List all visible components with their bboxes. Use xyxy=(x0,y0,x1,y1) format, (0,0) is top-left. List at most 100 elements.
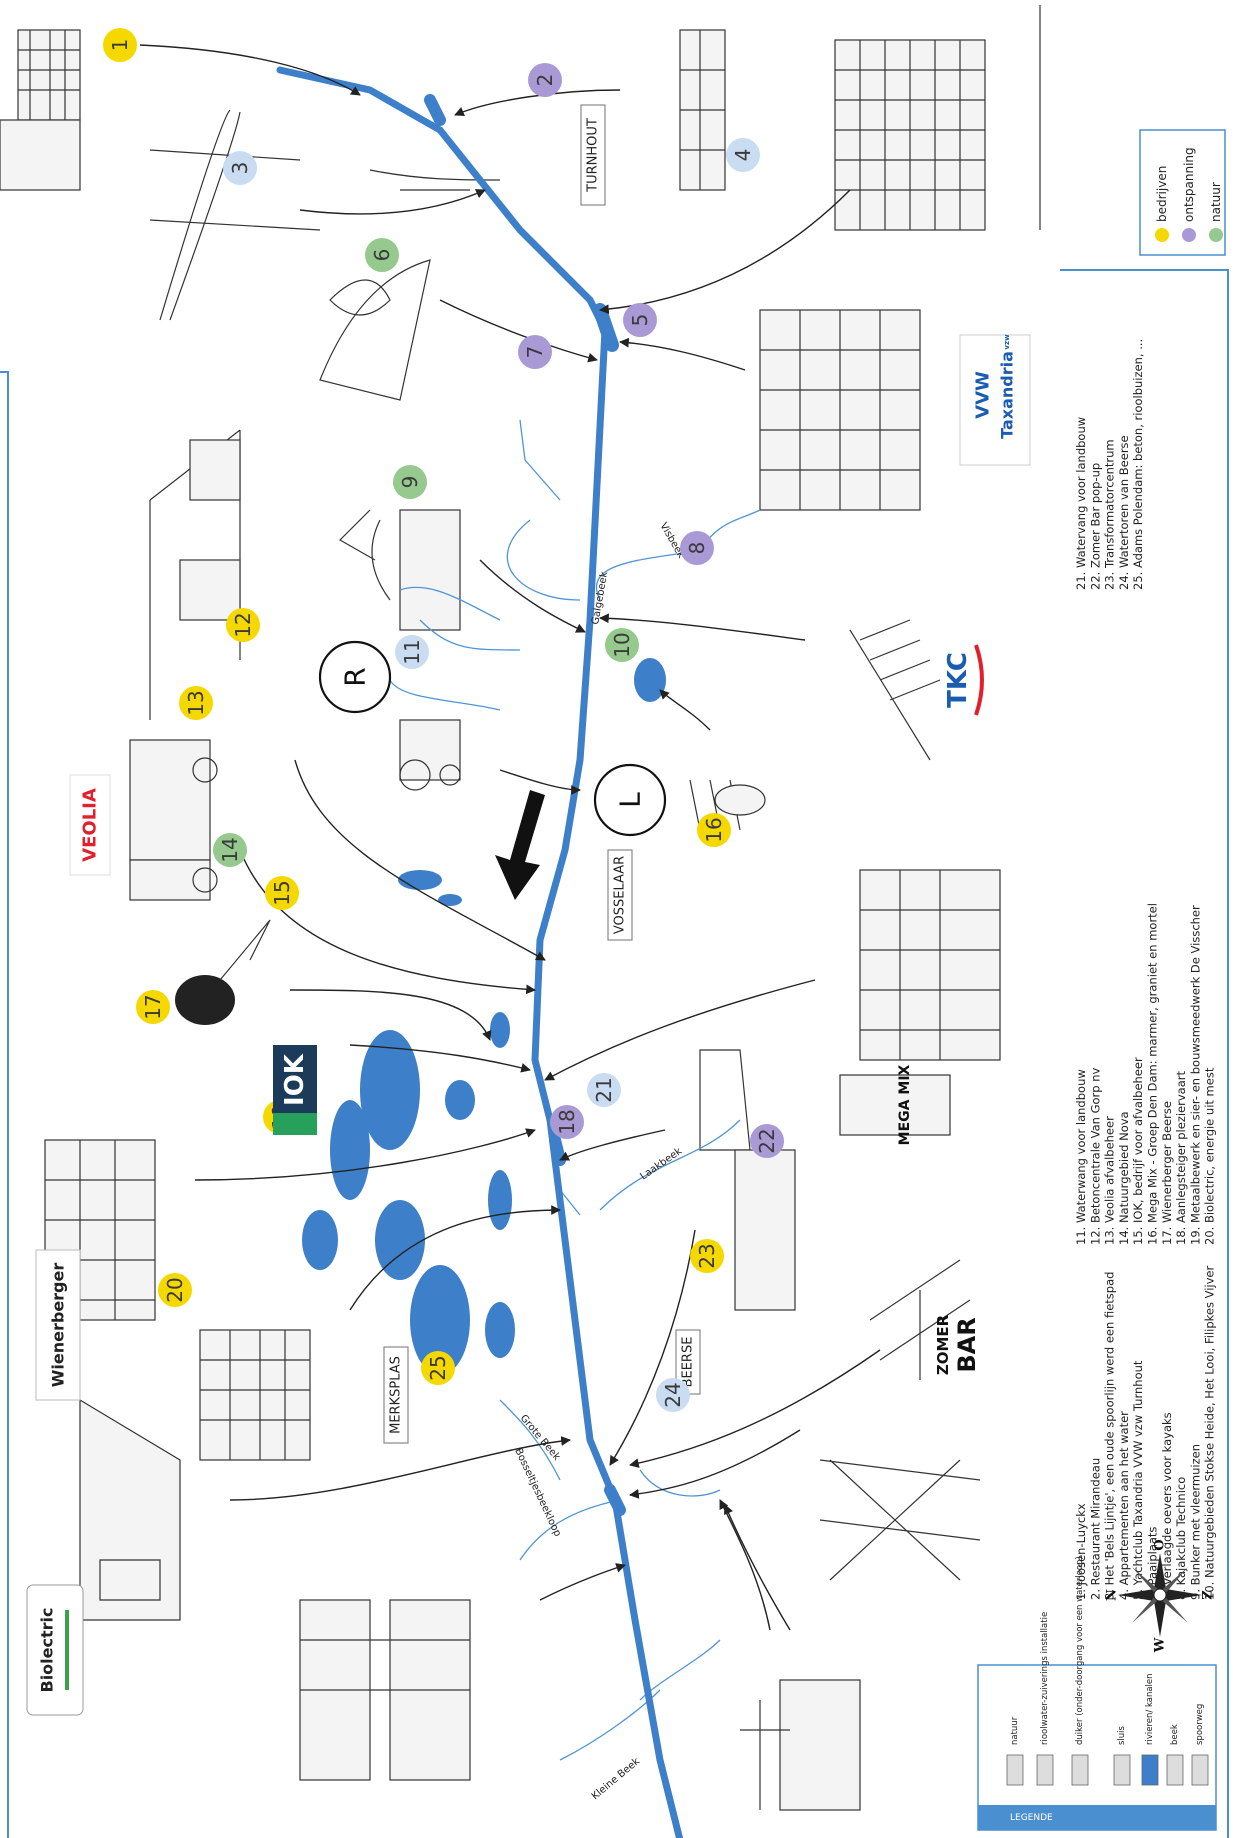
pond xyxy=(360,1030,420,1150)
poi-marker-circle xyxy=(587,1073,621,1107)
poi-marker-number: 13 xyxy=(184,690,208,715)
poi-marker-number: 15 xyxy=(270,880,294,905)
poi-marker-4: 4 xyxy=(726,138,760,172)
poi-marker-18: 18 xyxy=(550,1105,584,1139)
poi-marker-16: 16 xyxy=(697,813,731,847)
bank-left-marker: L xyxy=(593,763,667,837)
poi-marker-number: 8 xyxy=(685,542,709,555)
poi-marker-number: 23 xyxy=(695,1243,719,1268)
category-label: ontspanning xyxy=(1182,147,1196,222)
poi-marker-circle xyxy=(605,628,639,662)
megamix-logo-text: MEGA MIX xyxy=(897,1064,913,1145)
poi-marker-15: 15 xyxy=(265,876,299,910)
tkc-logo-text: TKC xyxy=(943,652,973,708)
bank-right-marker: R xyxy=(318,640,392,714)
wienerberger-logo: Wienerberger xyxy=(35,1249,81,1401)
poi-marker-circle xyxy=(213,833,247,867)
zomer-bar-logo: ZOMER BAR xyxy=(934,1314,981,1375)
town-label: BEERSE xyxy=(681,1337,696,1388)
poi-marker-circle xyxy=(680,531,714,565)
poi-marker-circle xyxy=(690,1239,724,1273)
poi-marker-number: 7 xyxy=(523,346,547,359)
poi-list-item: 8. Kajakclub Technico xyxy=(1174,1477,1188,1600)
legend-symbol xyxy=(1141,1754,1159,1786)
legend-item: rivieren/ kanalen xyxy=(1141,1673,1159,1786)
vvw-logo-suffix: vzw xyxy=(1003,334,1011,350)
compass-z: Z xyxy=(1201,1590,1216,1600)
veolia-logo-text: VEOLIA xyxy=(80,788,101,862)
poi-list-item: 14. Natuurgebied Nova xyxy=(1117,1111,1131,1245)
town-label: MERKSPLAS xyxy=(389,1356,404,1434)
tkc-logo: TKC xyxy=(943,644,984,716)
shed-sketch xyxy=(734,1149,796,1311)
zomer-logo-text: ZOMER xyxy=(934,1314,952,1375)
bank-left-label: L xyxy=(614,792,647,808)
poi-marker-circle xyxy=(656,1378,690,1412)
poi-marker-circle xyxy=(697,813,731,847)
pond xyxy=(410,1265,470,1375)
poi-marker-circle xyxy=(179,686,213,720)
poi-list-item: 21. Watervang voor landbouw xyxy=(1074,417,1088,590)
poi-marker-number: 3 xyxy=(228,162,252,175)
legend-item: sluis xyxy=(1113,1725,1131,1786)
poi-list-item: 15. IOK, bedrijf voor afvalbeheer xyxy=(1131,1057,1145,1245)
legend-label: sluis xyxy=(1117,1725,1127,1745)
poi-list-item: 13. Veolia afvalbeheer xyxy=(1103,1116,1117,1245)
boat-sketch xyxy=(699,1049,751,1151)
logos: VEOLIA IOK Wienerberger Biolectric TKC V… xyxy=(26,334,1031,1716)
town-label: VOSSELAAR xyxy=(613,856,628,934)
bunker-sketch xyxy=(339,509,461,631)
legend-label: spoorweg xyxy=(1195,1704,1205,1745)
town-beerse: BEERSE xyxy=(675,1329,701,1395)
legend-item: spoorweg xyxy=(1191,1704,1209,1786)
flow-direction-arrow xyxy=(495,790,545,900)
fish-sketch xyxy=(319,259,431,401)
wienerberger-logo-text: Wienerberger xyxy=(49,1263,68,1388)
poi-marker-22: 22 xyxy=(750,1124,784,1158)
legend-item: beek xyxy=(1166,1724,1184,1786)
pond xyxy=(398,870,442,890)
category-label: natuur xyxy=(1209,182,1223,222)
poi-list-item: 3. Het 'Bels Lijntje', een oude spoorlij… xyxy=(1103,1272,1117,1600)
poi-marker-number: 22 xyxy=(755,1128,779,1153)
megamix-label: MEGA MIX xyxy=(897,1064,913,1145)
legend-symbol xyxy=(1113,1754,1131,1786)
legend-symbol xyxy=(1036,1754,1054,1786)
compass-rose: N O Z W xyxy=(1105,1539,1216,1653)
poi-marker-11: 11 xyxy=(395,635,429,669)
poi-marker-circle xyxy=(103,28,137,62)
legend-label: rivieren/ kanalen xyxy=(1145,1673,1155,1745)
town-label: TURNHOUT xyxy=(586,118,601,193)
poi-marker-number: 10 xyxy=(610,632,634,657)
poi-marker-circle xyxy=(550,1105,584,1139)
pond xyxy=(375,1200,425,1280)
poi-marker-circle xyxy=(518,335,552,369)
poi-marker-circle xyxy=(395,635,429,669)
stream-label-laakbeek: Laakbeek xyxy=(638,1146,684,1183)
megamix-sketch xyxy=(839,869,1001,1136)
poi-list-item: 7. Verlaagde oevers voor kayaks xyxy=(1160,1412,1174,1600)
poi-marker-number: 20 xyxy=(163,1277,187,1302)
stream-labels: Visbeek Galgebeek Laakbeek Grote Beek Bo… xyxy=(512,521,686,1802)
poi-marker-circle xyxy=(421,1351,455,1385)
poi-marker-number: 14 xyxy=(218,837,242,862)
chair-sketch xyxy=(869,1259,971,1380)
restaurant-sketch xyxy=(679,29,726,191)
pond xyxy=(302,1210,338,1270)
poi-marker-2: 2 xyxy=(528,63,562,97)
legend-symbol xyxy=(1006,1754,1024,1786)
iok-logo: IOK xyxy=(273,1045,317,1135)
town-labels: TURNHOUT VOSSELAAR MERKSPLAS BEERSE xyxy=(383,104,701,1444)
legend-item: natuur xyxy=(1006,1716,1024,1786)
poi-list-item: 19. Metaalbewerk en sier- en bouwsmeedwe… xyxy=(1188,905,1202,1245)
factory-sketch xyxy=(0,29,81,191)
legend-label: rioolwater-zuiverings installatie xyxy=(1040,1612,1050,1745)
poi-marker-number: 12 xyxy=(231,612,255,637)
vvw-taxandria-logo: VVW Taxandria vzw xyxy=(959,334,1031,466)
poi-marker-14: 14 xyxy=(213,833,247,867)
poi-marker-21: 21 xyxy=(587,1073,621,1107)
bosseltjesbeekloop-line xyxy=(519,1469,721,1561)
